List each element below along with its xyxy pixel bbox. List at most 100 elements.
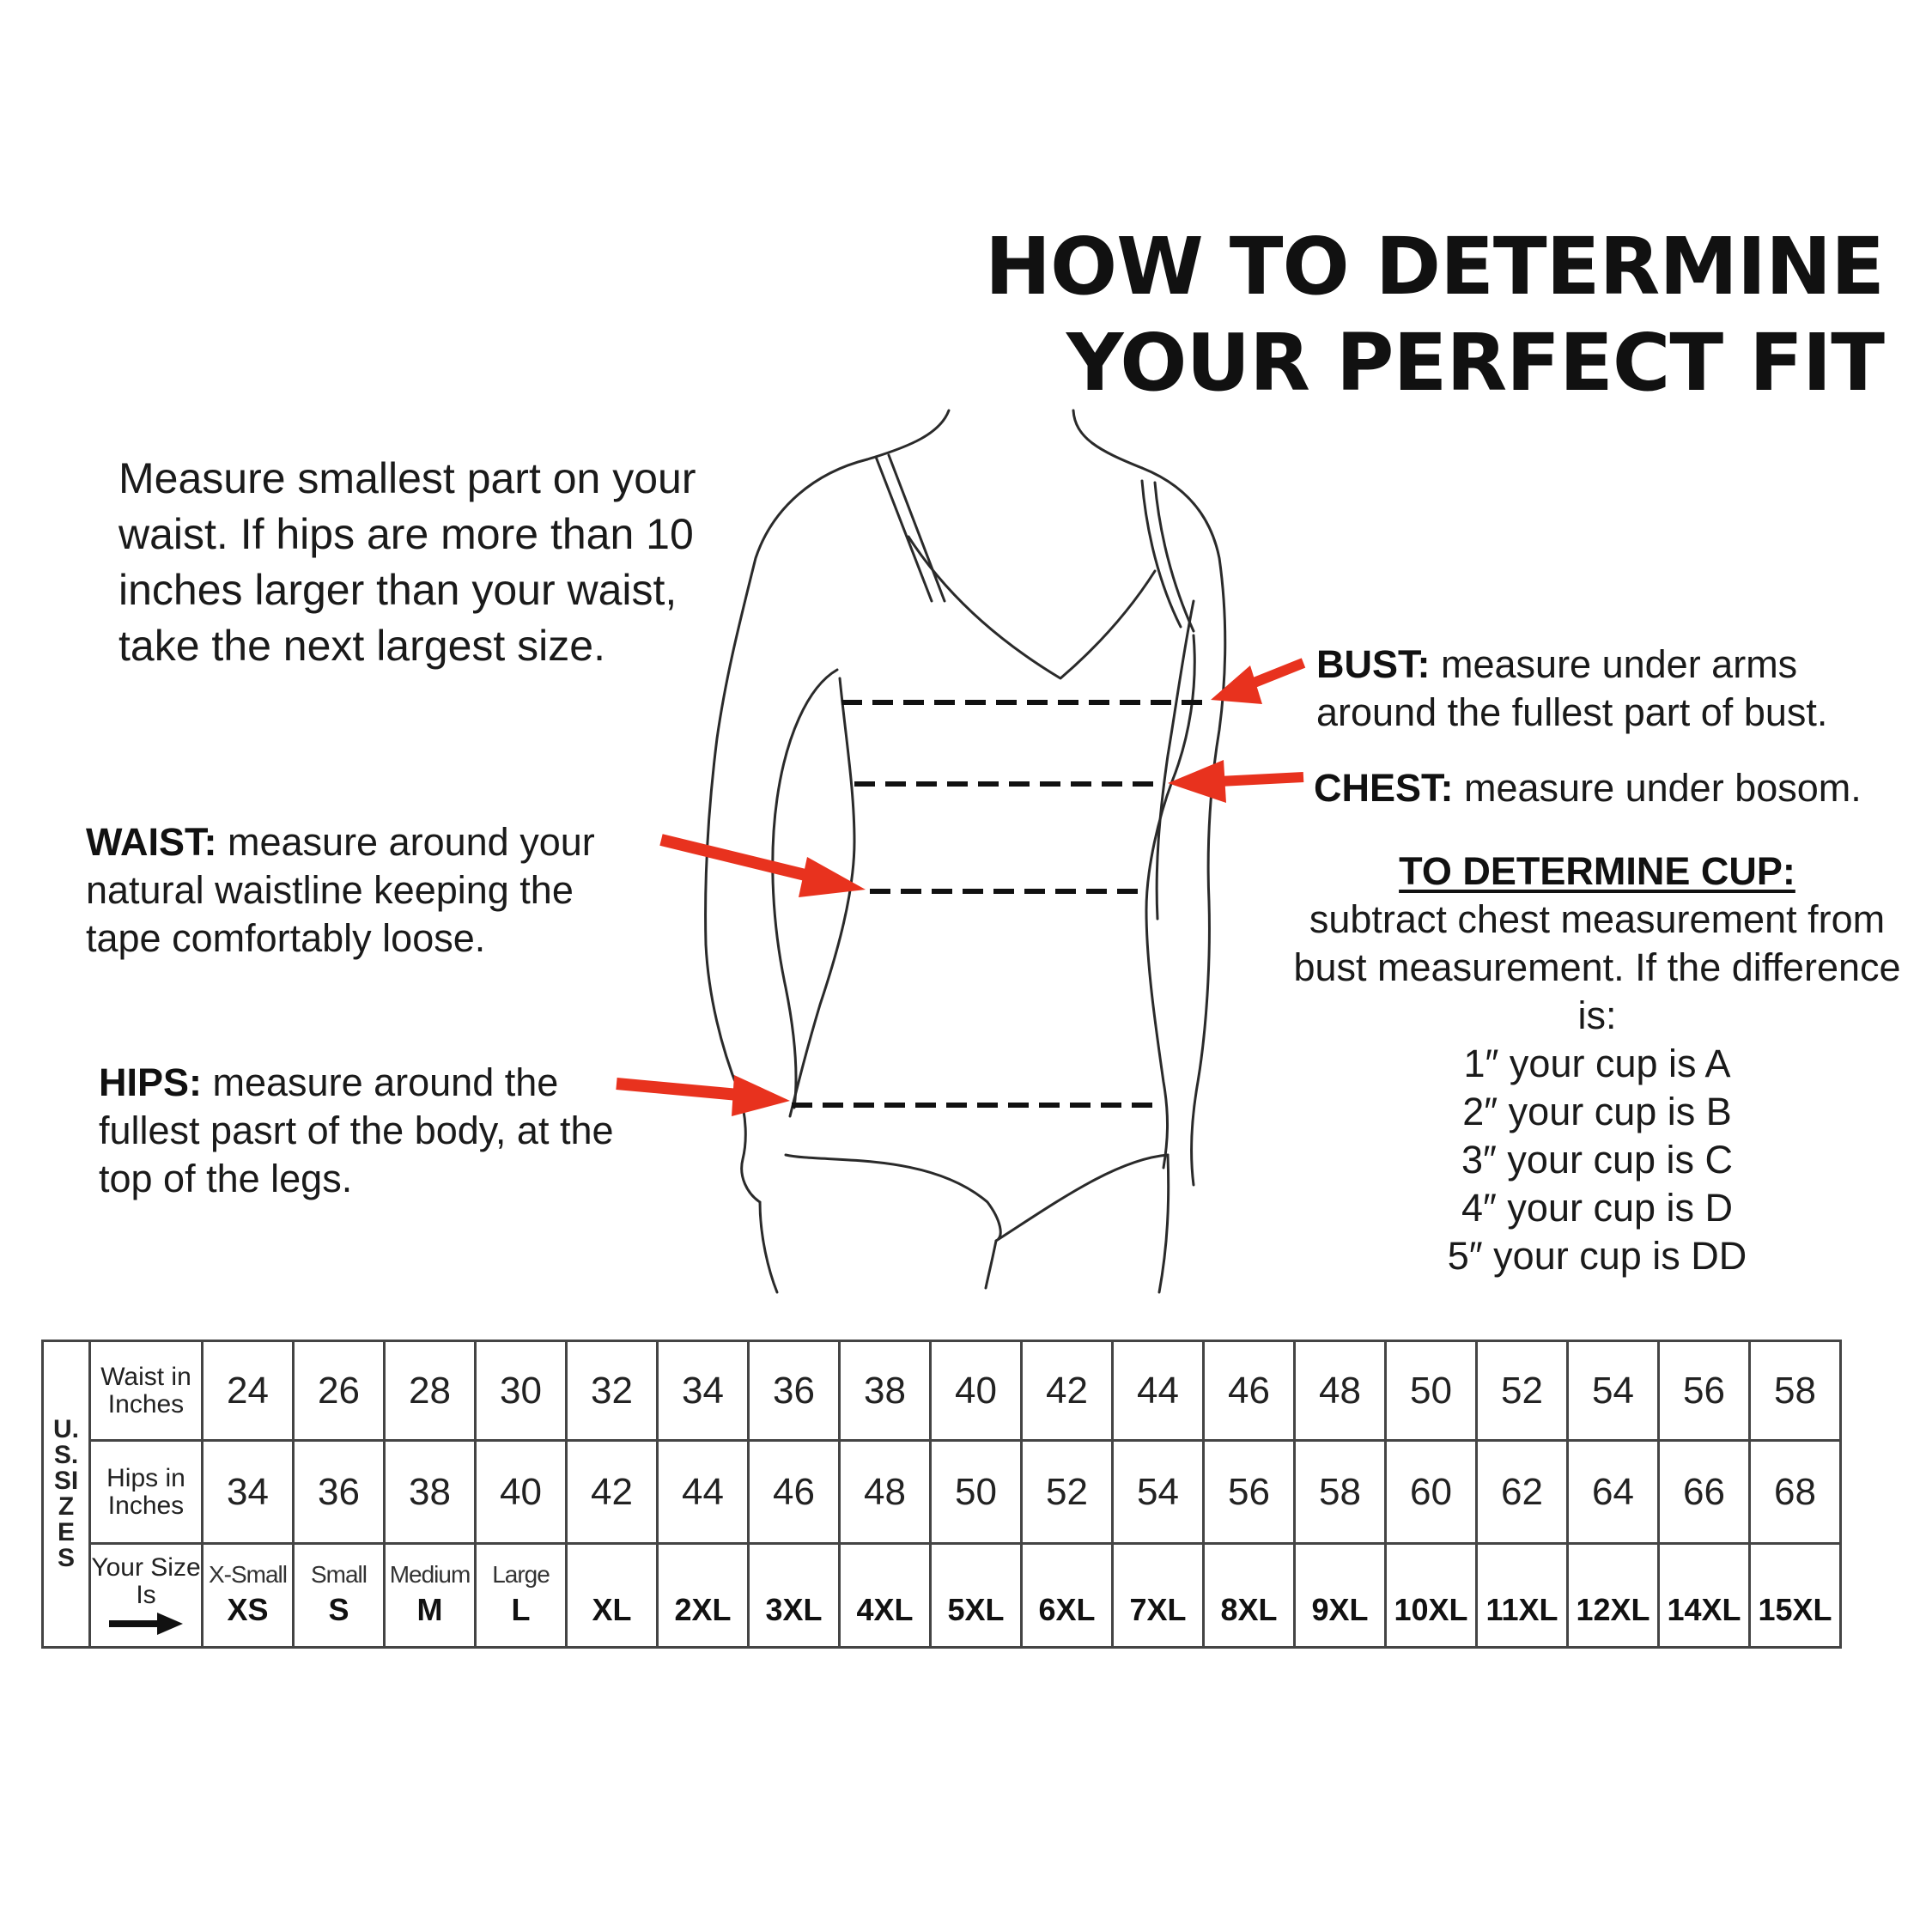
hips-cell: 58 xyxy=(1293,1439,1387,1545)
size-code: 4XL xyxy=(856,1592,914,1627)
size-name xyxy=(1023,1562,1111,1591)
hips-cell: 52 xyxy=(1020,1439,1114,1545)
cup-rule: 2″ your cup is B xyxy=(1462,1090,1732,1133)
size-code: 5XL xyxy=(947,1592,1005,1627)
size-code: XL xyxy=(592,1592,632,1627)
size-name: Small xyxy=(310,1561,368,1588)
hips-cell: 50 xyxy=(929,1439,1023,1545)
size-cell: 9XL xyxy=(1293,1542,1387,1649)
waist-cell: 36 xyxy=(747,1340,841,1442)
size-name xyxy=(750,1562,838,1591)
size-code: 9XL xyxy=(1311,1592,1369,1627)
waist-cell: 44 xyxy=(1111,1340,1205,1442)
arrow-right-icon xyxy=(109,1613,183,1635)
size-cell: 2XL xyxy=(656,1542,750,1649)
waist-cell: 26 xyxy=(292,1340,386,1442)
size-row-header: Your Size Is xyxy=(88,1542,204,1649)
hips-cell: 36 xyxy=(292,1439,386,1545)
chest-pointer-arrow-icon xyxy=(1168,760,1304,803)
waist-instruction: WAIST: measure around your natural waist… xyxy=(86,818,653,963)
size-cell: 6XL xyxy=(1020,1542,1114,1649)
hips-cell: 42 xyxy=(565,1439,659,1545)
waist-cell: 24 xyxy=(201,1340,295,1442)
size-code: 10XL xyxy=(1394,1592,1468,1627)
size-code: M xyxy=(416,1592,443,1627)
hips-cell: 54 xyxy=(1111,1439,1205,1545)
waist-cell: 34 xyxy=(656,1340,750,1442)
cup-rules-list: 1″ your cup is A 2″ your cup is B 3″ your … xyxy=(1288,1040,1906,1280)
size-cell: 4XL xyxy=(838,1542,932,1649)
bust-instruction: BUST: measure under arms around the full… xyxy=(1316,641,1917,737)
size-code: S xyxy=(328,1592,349,1627)
waist-row-header: Waist in Inches xyxy=(88,1340,204,1442)
hips-cell: 48 xyxy=(838,1439,932,1545)
chest-instruction: CHEST: measure under bosom. xyxy=(1314,764,1915,812)
waist-cell: 46 xyxy=(1202,1340,1296,1442)
chest-term: CHEST: xyxy=(1314,766,1454,810)
waist-cell: 42 xyxy=(1020,1340,1114,1442)
hips-cell: 64 xyxy=(1566,1439,1660,1545)
size-name xyxy=(1205,1562,1293,1591)
size-cell: 15XL xyxy=(1748,1542,1842,1649)
hips-cell: 56 xyxy=(1202,1439,1296,1545)
hips-cell: 44 xyxy=(656,1439,750,1545)
cup-rule: 1″ your cup is A xyxy=(1463,1042,1731,1085)
title-line-2: YOUR PERFECT FIT xyxy=(1066,317,1885,409)
size-code: 12XL xyxy=(1576,1592,1650,1627)
cup-instructions: TO DETERMINE CUP: subtract chest measure… xyxy=(1288,848,1906,1280)
waist-cell: 58 xyxy=(1748,1340,1842,1442)
hips-cell: 38 xyxy=(383,1439,477,1545)
size-name xyxy=(1751,1562,1839,1591)
waist-cell: 56 xyxy=(1657,1340,1751,1442)
waist-hips-note: Measure smallest part on your waist. If … xyxy=(118,454,696,670)
size-code: 8XL xyxy=(1220,1592,1278,1627)
size-code: 15XL xyxy=(1758,1592,1832,1627)
size-name xyxy=(568,1562,656,1591)
us-sizes-side-label: U.S. SIZES xyxy=(41,1340,91,1649)
size-name: X-Small xyxy=(208,1561,288,1588)
cup-title: TO DETERMINE CUP: xyxy=(1399,849,1795,893)
size-code: 2XL xyxy=(674,1592,732,1627)
waist-cell: 48 xyxy=(1293,1340,1387,1442)
side-label-text: U.S. SIZES xyxy=(53,1415,79,1572)
size-cell: 5XL xyxy=(929,1542,1023,1649)
waist-cell: 28 xyxy=(383,1340,477,1442)
hips-cell: 34 xyxy=(201,1439,295,1545)
hips-text: measure around the fullest pasrt of the … xyxy=(99,1060,614,1200)
size-cell: 3XL xyxy=(747,1542,841,1649)
hips-row-header: Hips in Inches xyxy=(88,1439,204,1545)
size-cell: 14XL xyxy=(1657,1542,1751,1649)
size-name: Large xyxy=(492,1561,550,1588)
title-line-1: HOW TO DETERMINE xyxy=(985,221,1885,313)
size-name xyxy=(1478,1562,1566,1591)
size-name xyxy=(1660,1562,1748,1591)
size-name xyxy=(841,1562,929,1591)
size-name xyxy=(659,1562,747,1591)
size-cell: 10XL xyxy=(1384,1542,1478,1649)
bust-text: measure under arms around the fullest pa… xyxy=(1316,642,1828,734)
waist-cell: 52 xyxy=(1475,1340,1569,1442)
size-row-header-text: Your Size Is xyxy=(91,1553,201,1609)
bust-pointer-arrow-icon xyxy=(1211,658,1306,704)
hips-cell: 66 xyxy=(1657,1439,1751,1545)
hips-cell: 40 xyxy=(474,1439,568,1545)
size-code: 3XL xyxy=(765,1592,823,1627)
size-cell: 12XL xyxy=(1566,1542,1660,1649)
waist-pointer-arrow-icon xyxy=(659,834,866,897)
hips-term: HIPS: xyxy=(99,1060,203,1104)
hips-cell: 60 xyxy=(1384,1439,1478,1545)
waist-cell: 32 xyxy=(565,1340,659,1442)
waist-cell: 40 xyxy=(929,1340,1023,1442)
cup-rule: 3″ your cup is C xyxy=(1461,1138,1734,1182)
size-name xyxy=(1114,1562,1202,1591)
size-code: 6XL xyxy=(1038,1592,1096,1627)
